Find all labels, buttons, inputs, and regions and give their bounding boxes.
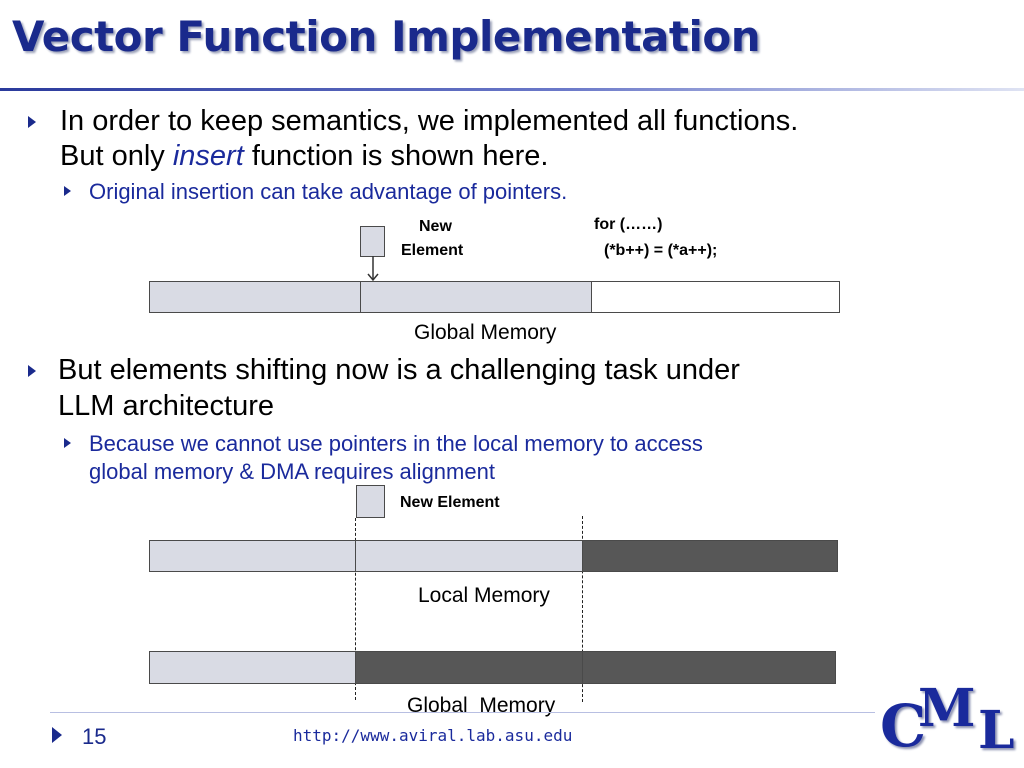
alignment-guide-left <box>355 518 356 700</box>
footer-arrow-icon <box>52 727 62 743</box>
local-memory-block-3 <box>582 540 838 572</box>
new-element-label-line-1: New <box>419 218 452 235</box>
insert-arrow-icon <box>367 256 379 282</box>
global-memory-label-2: Global Memory <box>407 694 556 717</box>
bullet-arrow-icon <box>28 365 36 377</box>
new-element-box-2 <box>356 485 385 518</box>
cml-logo: C M L <box>880 678 1024 768</box>
global-memory-block-1 <box>149 281 361 313</box>
logo-letter-c: C <box>880 692 927 760</box>
sub-bullet-arrow-icon <box>64 186 71 196</box>
alignment-guide-right <box>582 516 583 702</box>
global-memory-block-3 <box>591 281 840 313</box>
bullet-2-sub-line-1: Because we cannot use pointers in the lo… <box>89 431 703 456</box>
local-memory-block-1 <box>149 540 356 572</box>
local-memory-block-2 <box>355 540 583 572</box>
page-title: Vector Function Implementation <box>12 12 761 61</box>
local-memory-label: Local Memory <box>418 584 550 607</box>
bullet-1-line-1: In order to keep semantics, we implement… <box>60 105 799 137</box>
new-element-box <box>360 226 385 257</box>
bullet-2-sub-line-2: global memory & DMA requires alignment <box>89 459 495 484</box>
logo-letter-m: M <box>918 678 976 739</box>
bullet-1-sub: Original insertion can take advantage of… <box>89 179 568 204</box>
sub-bullet-arrow-icon <box>64 438 71 448</box>
logo-letter-l: L <box>978 700 1015 761</box>
global-memory-label: Global Memory <box>414 321 557 344</box>
code-line-2: (*b++) = (*a++); <box>604 242 718 259</box>
footer-url-link[interactable]: http://www.aviral.lab.asu.edu <box>293 726 573 745</box>
footer-divider <box>50 712 875 713</box>
bullet-2-line-2: LLM architecture <box>58 390 274 422</box>
global-memory-2-block-2 <box>355 651 583 684</box>
global-memory-block-2 <box>360 281 592 313</box>
page-number: 15 <box>82 724 107 749</box>
bullet-2-line-1: But elements shifting now is a challengi… <box>58 354 740 386</box>
global-memory-2-block-1 <box>149 651 356 684</box>
new-element-label-2: New Element <box>400 494 500 511</box>
bullet-1-line-2: But only insert function is shown here. <box>60 140 549 172</box>
code-line-1: for (……) <box>594 216 663 233</box>
global-memory-2-block-3 <box>582 651 836 684</box>
new-element-label-line-2: Element <box>401 242 464 259</box>
bullet-arrow-icon <box>28 116 36 128</box>
title-divider <box>0 88 1024 91</box>
insert-keyword: insert <box>172 140 244 172</box>
